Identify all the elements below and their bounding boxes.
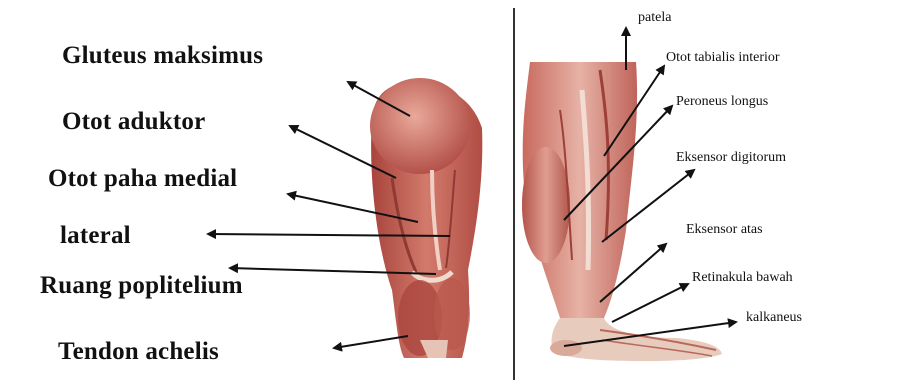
calf-muscle [522,147,570,263]
posterior-leg-illustration [370,78,482,358]
label-gluteus-maksimus: Gluteus maksimus [62,42,263,70]
label-tendon-achelis: Tendon achelis [58,338,219,366]
label-eksensor-atas: Eksensor atas [686,222,763,238]
gluteus-maximus-muscle [370,78,470,174]
label-otot-paha-medial: Otot paha medial [48,165,237,193]
label-eksensor-digitorum: Eksensor digitorum [676,150,786,166]
label-otot-aduktor: Otot aduktor [62,108,205,136]
label-patela: patela [638,10,671,26]
label-kalkaneus: kalkaneus [746,310,802,326]
label-lateral: lateral [60,222,131,250]
arrow-achelis [334,336,408,348]
arrow-retinakula [612,284,688,322]
label-peroneus-longus: Peroneus longus [676,94,768,110]
label-retinakula-bawah: Retinakula bawah [692,270,793,286]
label-otot-tabialis-interior: Otot tabialis interior [666,50,780,66]
label-ruang-poplitelium: Ruang poplitelium [40,272,243,300]
